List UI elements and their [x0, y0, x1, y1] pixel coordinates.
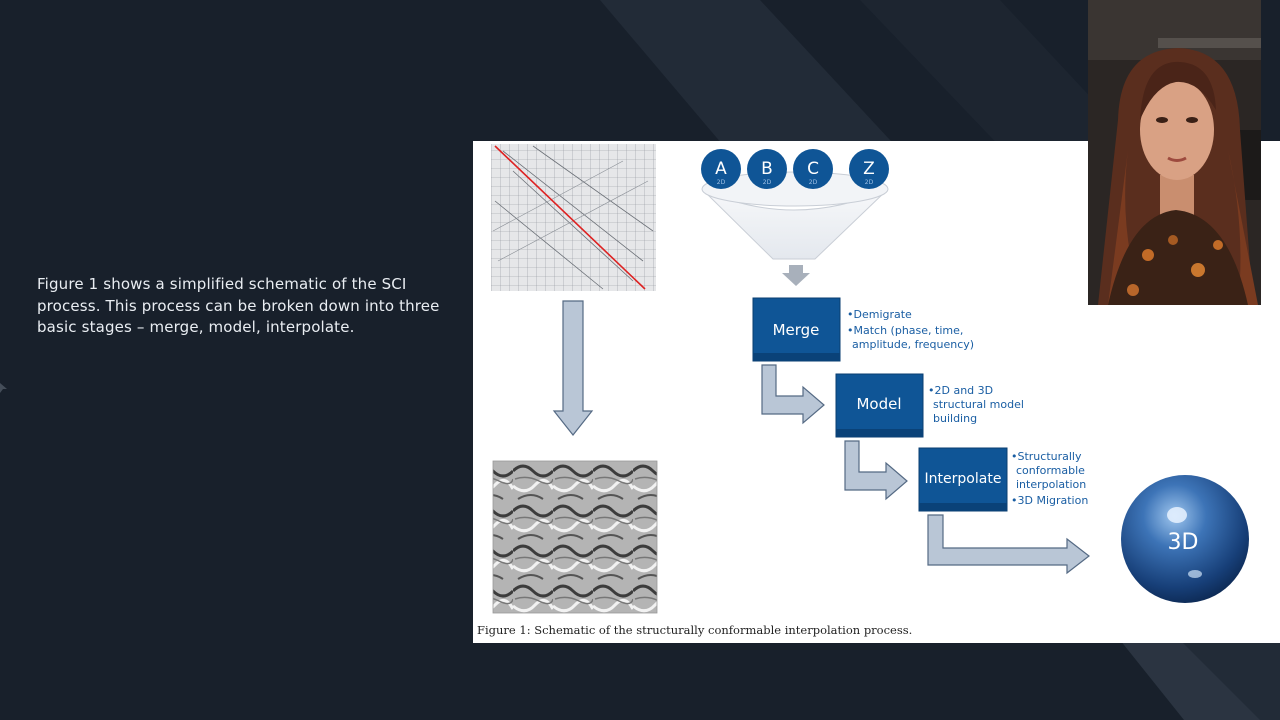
elbow-arrow-icon	[844, 440, 908, 501]
output-arrow-icon	[927, 514, 1090, 575]
svg-text:•Demigrate: •Demigrate	[847, 308, 912, 321]
output-3d-label: 3D	[1168, 530, 1199, 555]
svg-text:B: B	[761, 159, 773, 179]
mouse-cursor-icon	[0, 383, 7, 393]
input-circle-z: Z 2D	[849, 149, 889, 189]
narration-text: Figure 1 shows a simplified schematic of…	[37, 275, 440, 336]
figure-caption: Figure 1: Schematic of the structurally …	[477, 623, 913, 637]
svg-text:C: C	[807, 159, 819, 179]
svg-text:amplitude, frequency): amplitude, frequency)	[852, 338, 974, 351]
svg-text:•3D Migration: •3D Migration	[1011, 494, 1088, 507]
svg-text:2D: 2D	[865, 179, 874, 186]
svg-text:conformable: conformable	[1016, 464, 1085, 477]
seismic-grid-image	[491, 144, 656, 291]
input-circle-c: C 2D	[793, 149, 833, 189]
svg-text:Model: Model	[856, 395, 901, 413]
sphere-icon: 3D	[1121, 475, 1249, 603]
svg-text:•Structurally: •Structurally	[1011, 450, 1082, 463]
svg-text:•Match (phase, time,: •Match (phase, time,	[847, 324, 963, 337]
svg-text:interpolation: interpolation	[1016, 478, 1086, 491]
input-circle-a: A 2D	[701, 149, 741, 189]
svg-text:structural model: structural model	[933, 398, 1024, 411]
svg-text:Z: Z	[863, 159, 875, 179]
interpolated-volume-image	[492, 460, 658, 614]
svg-text:•2D and 3D: •2D and 3D	[928, 384, 993, 397]
svg-text:Interpolate: Interpolate	[925, 471, 1002, 487]
model-notes: •2D and 3D structural model building	[928, 384, 1024, 425]
merge-notes: •Demigrate •Match (phase, time, amplitud…	[847, 308, 974, 351]
sci-schematic: A 2D B 2D C 2D Z 2D Merge •Demigrate •Ma…	[491, 144, 1249, 614]
svg-text:2D: 2D	[809, 179, 818, 186]
elbow-arrow-icon	[761, 364, 825, 425]
presenter-webcam-video	[1088, 0, 1261, 305]
merge-stage-box: Merge	[752, 297, 841, 362]
input-circle-b: B 2D	[747, 149, 787, 189]
svg-text:A: A	[715, 159, 727, 179]
funnel-icon	[701, 171, 889, 286]
down-arrow-icon	[552, 300, 594, 436]
model-stage-box: Model	[835, 373, 924, 438]
presenter-avatar	[1088, 0, 1261, 305]
svg-text:2D: 2D	[717, 179, 726, 186]
svg-text:Merge: Merge	[773, 321, 820, 339]
svg-text:2D: 2D	[763, 179, 772, 186]
interpolate-notes: •Structurally conformable interpolation …	[1011, 450, 1088, 507]
interpolate-stage-box: Interpolate	[918, 447, 1008, 512]
svg-text:building: building	[933, 412, 977, 425]
